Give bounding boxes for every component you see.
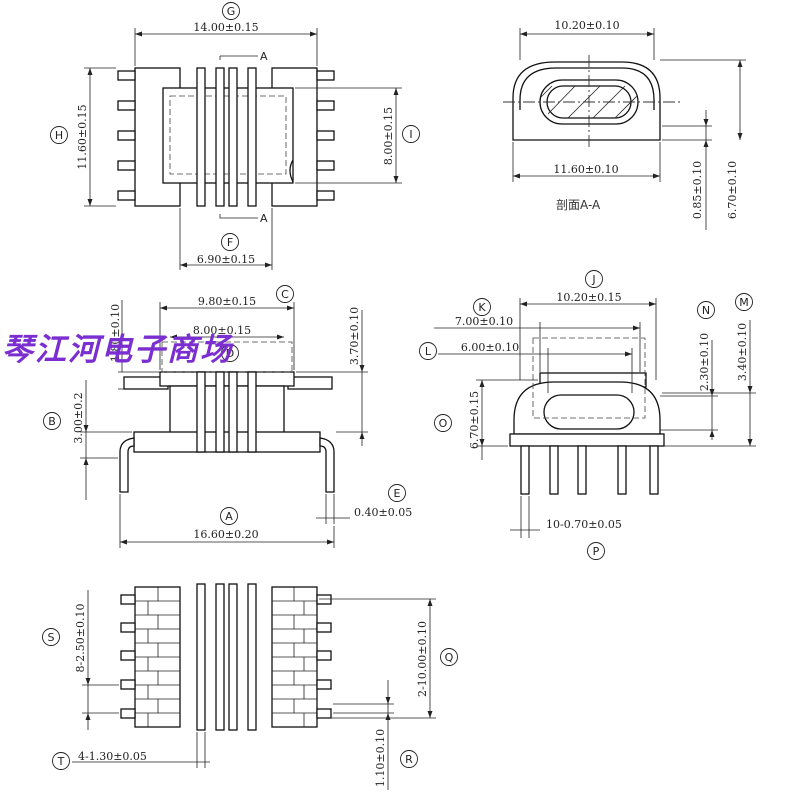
top-view: A A 14.00±0.15 G 11.60±0.15 H 8.00±0.15 … <box>50 2 420 270</box>
dim-D-left: 1.80±0.10 <box>109 304 122 362</box>
top-left-pins <box>117 70 136 201</box>
dim-section-bottom: 11.60±0.10 <box>553 163 618 176</box>
label-N: N <box>702 304 710 317</box>
label-P: P <box>593 545 600 558</box>
bottom-left-block <box>120 586 181 728</box>
label-O: O <box>439 417 448 430</box>
label-E: E <box>394 487 401 500</box>
section-title: 剖面A-A <box>556 198 601 212</box>
side-pins <box>520 445 659 495</box>
label-Q: Q <box>445 651 454 664</box>
label-J: J <box>591 273 595 286</box>
side-view: 10.20±0.15 J 7.00±0.10 K 6.00±0.10 L 2.3… <box>419 270 756 560</box>
dim-T: 4-1.30±0.05 <box>78 750 147 763</box>
dim-M: 3.40±0.10 <box>736 323 749 381</box>
label-S: S <box>48 631 55 644</box>
section-mark-bottom: A <box>260 212 268 225</box>
dim-section-085: 0.85±0.10 <box>691 161 704 219</box>
label-A: A <box>225 510 233 523</box>
top-core-body <box>162 87 294 184</box>
bottom-right-block <box>271 586 332 728</box>
dim-B: 3.00±0.2 <box>72 392 85 443</box>
dim-Q: 2-10.00±0.10 <box>416 621 429 697</box>
dim-K: 7.00±0.10 <box>455 315 513 328</box>
watermark-text: 琴江河电子商场 <box>2 332 234 368</box>
dim-P: 10-0.70±0.05 <box>546 518 622 531</box>
dim-E: 0.40±0.05 <box>354 506 412 519</box>
label-M: M <box>739 296 749 309</box>
label-I: I <box>409 128 412 141</box>
dim-F: 6.90±0.15 <box>197 253 255 266</box>
bottom-view: 8-2.50±0.10 S 2-10.00±0.10 Q 1.10±0.10 R… <box>42 583 458 790</box>
label-R: R <box>405 753 413 766</box>
label-D: D <box>226 347 234 360</box>
top-right-pins <box>316 70 335 201</box>
dim-O: 6.70±0.15 <box>468 391 481 449</box>
section-mark-top: A <box>260 50 268 63</box>
label-L: L <box>425 345 432 358</box>
dim-D: 8.00±0.15 <box>193 324 251 337</box>
front-view: 9.80±0.15 C 8.00±0.15 D 1.80±0.10 3.70±0… <box>43 285 412 548</box>
dim-N: 2.30±0.10 <box>698 333 711 391</box>
dim-section-670: 6.70±0.10 <box>726 161 739 219</box>
section-view: 10.20±0.10 11.60±0.10 剖面A-A 0.85±0.10 6.… <box>503 19 746 230</box>
dim-370: 3.70±0.10 <box>348 307 361 365</box>
dim-H: 11.60±0.15 <box>76 104 89 169</box>
dim-G: 14.00±0.15 <box>193 21 258 34</box>
label-H: H <box>55 129 63 142</box>
dim-I: 8.00±0.15 <box>382 107 395 165</box>
dim-section-top: 10.20±0.10 <box>554 19 619 32</box>
dim-A: 16.60±0.20 <box>193 528 258 541</box>
label-C: C <box>281 288 289 301</box>
dim-J: 10.20±0.15 <box>556 291 621 304</box>
dim-S: 8-2.50±0.10 <box>74 604 87 673</box>
label-T: T <box>57 755 65 768</box>
top-slats <box>196 67 257 207</box>
label-B: B <box>48 415 56 428</box>
dim-L: 6.00±0.10 <box>461 341 519 354</box>
dim-C: 9.80±0.15 <box>198 295 256 308</box>
label-G: G <box>227 5 236 18</box>
dim-R: 1.10±0.10 <box>374 729 387 787</box>
label-K: K <box>478 301 486 314</box>
label-F: F <box>227 236 233 249</box>
